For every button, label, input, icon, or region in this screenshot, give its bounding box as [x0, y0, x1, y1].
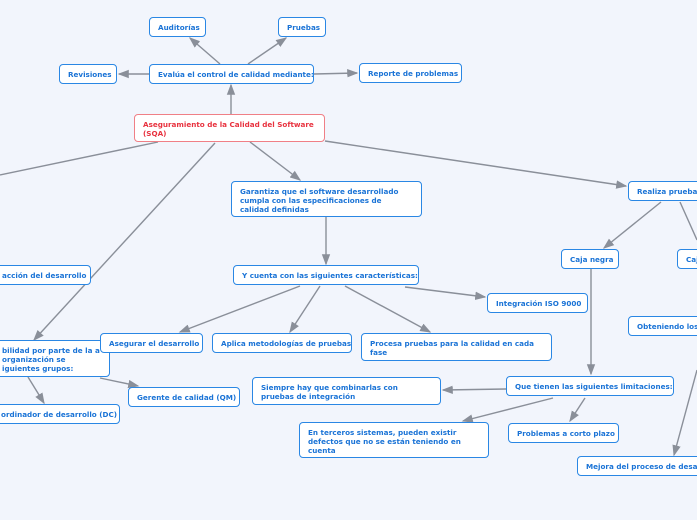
node-garantiza[interactable]: Garantiza que el software desarrollado c…: [231, 181, 422, 217]
node-mejora[interactable]: Mejora del proceso de desar: [577, 456, 697, 476]
node-problemas[interactable]: Problemas a corto plazo: [508, 423, 619, 443]
root-node[interactable]: Aseguramiento de la Calidad del Software…: [134, 114, 325, 142]
node-responsabilidad[interactable]: bilidad por parte de la a organización s…: [0, 340, 110, 377]
node-aplica[interactable]: Aplica metodologías de pruebas: [212, 333, 352, 353]
node-pruebas[interactable]: Pruebas: [278, 17, 326, 37]
node-terceros[interactable]: En terceros sistemas, pueden existir def…: [299, 422, 489, 458]
node-siempre[interactable]: Siempre hay que combinarlas con pruebas …: [252, 377, 441, 405]
node-asegurar[interactable]: Asegurar el desarrollo: [100, 333, 203, 353]
node-gerente[interactable]: Gerente de calidad (QM): [128, 387, 240, 407]
node-integracion[interactable]: Integración ISO 9000: [487, 293, 588, 313]
node-auditorias[interactable]: Auditorías: [149, 17, 206, 37]
node-caja-blanca[interactable]: Caj: [677, 249, 697, 269]
node-reporte[interactable]: Reporte de problemas: [359, 63, 462, 83]
node-caracteristicas[interactable]: Y cuenta con las siguientes característi…: [233, 265, 419, 285]
node-revisiones[interactable]: Revisiones: [59, 64, 117, 84]
node-limitaciones[interactable]: Que tienen las siguientes limitaciones:: [506, 376, 674, 396]
node-coordinador[interactable]: ordinador de desarrollo (DC): [0, 404, 120, 424]
node-procesa[interactable]: Procesa pruebas para la calidad en cada …: [361, 333, 552, 361]
node-realiza[interactable]: Realiza pruebas: [628, 181, 697, 201]
node-evalua[interactable]: Evalúa el control de calidad mediante:: [149, 64, 314, 84]
node-obteniendo[interactable]: Obteniendo los: [628, 316, 697, 336]
node-caja-negra[interactable]: Caja negra: [561, 249, 619, 269]
node-accion[interactable]: acción del desarrollo: [0, 265, 91, 285]
